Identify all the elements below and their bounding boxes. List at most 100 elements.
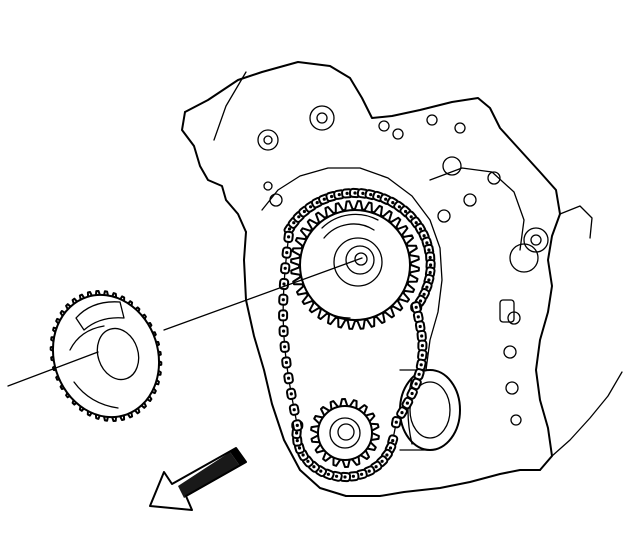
direction-arrow [149, 447, 247, 511]
timing-chain-pin [322, 197, 326, 201]
timing-chain-pin [384, 197, 388, 201]
timing-chain-pin [416, 315, 420, 319]
camshaft-sprocket-slot [311, 299, 351, 319]
timing-chain-pin [420, 353, 424, 357]
timing-chain-pin [404, 209, 408, 214]
timing-chain-pin [428, 270, 432, 275]
cover-slot [499, 299, 515, 323]
timing-chain-pin [422, 234, 426, 238]
timing-chain-pin [397, 205, 401, 209]
timing-chain-pin [388, 446, 393, 450]
bolt-hole [510, 414, 522, 426]
timing-chain-pin [361, 191, 365, 195]
removed-sprocket-slot [75, 301, 125, 331]
timing-chain-pin [420, 334, 424, 338]
bolt-hole [378, 120, 390, 132]
timing-chain-pin [418, 227, 423, 231]
bolt-hole [454, 122, 466, 134]
timing-chain-pin [429, 263, 433, 267]
timing-chain-pin [376, 194, 380, 199]
crankshaft-sprocket-bore [337, 423, 355, 441]
camshaft-sprocket [290, 200, 420, 330]
timing-chain-pin [345, 191, 349, 195]
bolt-hole [437, 209, 451, 223]
timing-chain-pin [417, 372, 421, 376]
timing-chain-pin [343, 475, 347, 479]
timing-chain-pin [369, 193, 373, 197]
removed-sprocket [49, 290, 163, 422]
bolt-hole [503, 345, 517, 359]
timing-chain-pin [414, 382, 418, 386]
crankshaft-sprocket-face [317, 405, 373, 461]
timing-chain-pin [283, 266, 287, 270]
timing-chain-pin [425, 285, 429, 289]
timing-chain-pin [289, 392, 293, 396]
timing-chain-pin [283, 345, 287, 349]
timing-chain-pin [295, 431, 299, 435]
timing-chain-pin [295, 423, 299, 427]
timing-chain-pin [391, 201, 395, 205]
timing-chain-pin [297, 215, 301, 219]
crankshaft-hub [399, 369, 461, 451]
timing-chain-pin [367, 469, 371, 473]
timing-chain-pin [292, 221, 296, 225]
timing-chain-pin [391, 439, 395, 443]
timing-chain-pin [281, 313, 285, 317]
bolt-hole-inner [530, 234, 542, 246]
bolt-hole [426, 114, 438, 126]
bolt-hole [509, 243, 539, 273]
bolt-hole [269, 193, 283, 207]
timing-chain-pin [284, 360, 288, 365]
timing-chain-pin [282, 329, 286, 333]
timing-chain-pin [410, 391, 414, 396]
bolt-hole-inner [263, 135, 273, 145]
timing-chain-pin [427, 248, 431, 252]
timing-chain-pin [394, 420, 398, 424]
timing-chain-pin [428, 255, 432, 260]
timing-chain-pin [287, 227, 292, 231]
timing-chain-pin [414, 305, 418, 309]
timing-chain-pin [420, 344, 424, 348]
bolt-hole [523, 227, 549, 253]
removed-sprocket-face [51, 293, 161, 419]
bolt-hole [392, 128, 404, 140]
timing-chain-pin [422, 292, 426, 296]
timing-chain-pin [425, 241, 429, 245]
timing-chain-pin [427, 278, 431, 282]
bolt-hole [505, 381, 519, 395]
timing-chain-pin [405, 401, 409, 405]
timing-chain-pin [360, 472, 364, 476]
timing-chain-pin [312, 465, 316, 469]
timing-chain-pin [292, 408, 296, 412]
timing-chain-pin [287, 235, 291, 239]
timing-chain-pin [330, 194, 334, 199]
timing-chain-pin [414, 221, 418, 225]
timing-chain-pin [309, 205, 313, 209]
timing-chain-pin [326, 472, 330, 476]
crankshaft-sprocket [310, 398, 380, 468]
timing-chain-pin [385, 453, 389, 457]
timing-chain-pin [301, 453, 305, 457]
removed-sprocket-rim [73, 381, 119, 409]
bolt-hole [257, 129, 279, 151]
timing-chain-pin [282, 282, 286, 286]
timing-chain-pin [374, 465, 378, 469]
timing-chain-pin [418, 324, 422, 329]
camshaft-sprocket-bore [345, 245, 375, 275]
timing-chain-pin [295, 439, 299, 443]
bolt-hole [463, 193, 477, 207]
timing-chain-pin [315, 201, 319, 205]
timing-chain-pin [353, 191, 357, 195]
timing-chain-pin [337, 193, 341, 197]
timing-chain-pin [400, 411, 404, 415]
camshaft-sprocket-center [354, 252, 368, 266]
timing-chain-pin [409, 215, 413, 219]
timing-chain-pin [302, 209, 306, 214]
timing-chain-pin [419, 363, 423, 367]
timing-chain [278, 187, 436, 483]
timing-chain-pin [306, 459, 310, 463]
timing-chain-pin [285, 251, 289, 255]
camshaft-sprocket-slot [321, 213, 379, 229]
